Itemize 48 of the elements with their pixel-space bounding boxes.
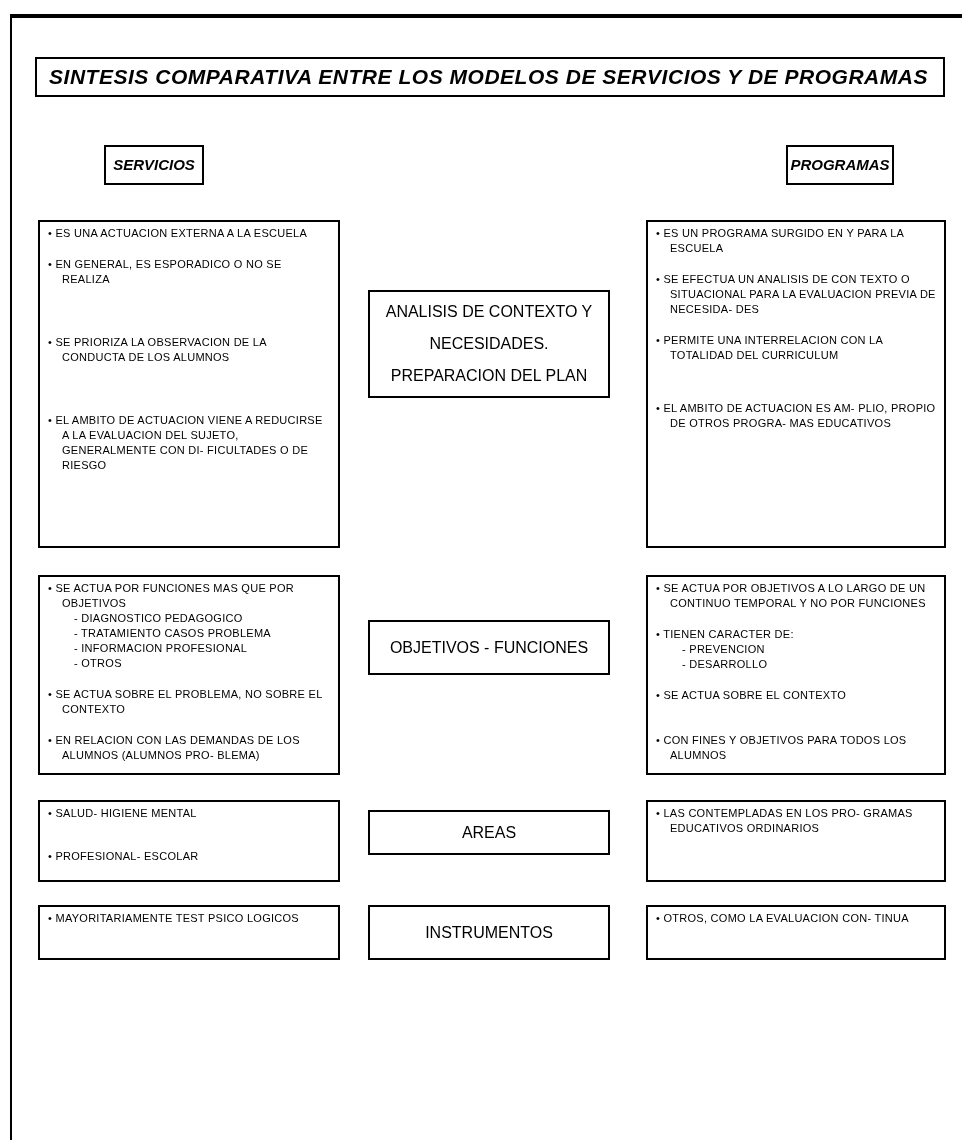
list-box	[38, 220, 340, 548]
heading-box	[104, 145, 204, 185]
bullet-item: • MAYORITARIAMENTE TEST PSICO LOGICOS	[48, 911, 300, 926]
bullet-item: • SALUD- HIGIENE MENTAL	[48, 806, 198, 821]
list-box	[646, 800, 946, 882]
bullet-item: • EN GENERAL, ES ESPORADICO O NO SE REALIZA	[48, 257, 283, 287]
bullet-item: • LAS CONTEMPLADAS EN LOS PRO- GRAMAS EDUCATIVOS ORDINARIOS	[656, 806, 914, 836]
list-box	[38, 575, 340, 775]
bullet-item: • CON FINES Y OBJETIVOS PARA TODOS LOS ALUMNOS	[656, 733, 908, 763]
bullet-item: • TIENEN CARACTER DE:	[656, 627, 795, 642]
bullet-item: • EL AMBITO DE ACTUACION ES AM- PLIO, PROPIO DE OTROS PROGRA- MAS EDUCATIVOS	[656, 401, 936, 431]
sub-item: - DIAGNOSTICO PEDAGOGICO	[73, 611, 244, 626]
bullet-item: • SE PRIORIZA LA OBSERVACION DE LA CONDUCTA DE LOS ALUMNOS	[48, 335, 268, 365]
category-box	[368, 620, 610, 675]
bullet-item: • SE EFECTUA UN ANALISIS DE CON TEXTO O SITUACIONAL PARA LA EVALUACION PREVIA DE NECESIDA- DES	[656, 272, 936, 317]
sub-item: - OTROS	[73, 656, 123, 671]
category-label: INSTRUMENTOS	[425, 922, 553, 943]
list-box	[646, 575, 946, 775]
bullet-item: • ES UNA ACTUACION EXTERNA A LA ESCUELA	[48, 226, 309, 241]
list-box	[38, 905, 340, 960]
bullet-item: • SE ACTUA SOBRE EL CONTEXTO	[656, 688, 848, 703]
bullet-item: • PERMITE UNA INTERRELACION CON LA TOTALIDAD DEL CURRICULUM	[656, 333, 884, 363]
bullet-item: • PROFESIONAL- ESCOLAR	[48, 849, 200, 864]
column-heading: SERVICIOS	[113, 154, 195, 175]
category-box	[368, 290, 610, 398]
bullet-item: • OTROS, COMO LA EVALUACION CON- TINUA	[656, 911, 910, 926]
bullet-item: • EL AMBITO DE ACTUACION VIENE A REDUCIRSE A LA EVALUACION DEL SUJETO, GENERALMENTE CON DI- FICULTADES O DE RIESGO	[48, 413, 324, 473]
category-label: AREAS	[461, 822, 517, 843]
sub-item: - DESARROLLO	[681, 657, 769, 672]
title-text: SINTESIS COMPARATIVA ENTRE LOS MODELOS DE SERVICIOS Y DE PROGRAMAS	[49, 64, 929, 91]
bullet-item: • ES UN PROGRAMA SURGIDO EN Y PARA LA ESCUELA	[656, 226, 905, 256]
list-box	[646, 905, 946, 960]
bullet-item: • SE ACTUA SOBRE EL PROBLEMA, NO SOBRE EL CONTEXTO	[48, 687, 324, 717]
category-label: ANALISIS DE CONTEXTO Y NECESIDADES. PREPARACION DEL PLAN	[384, 302, 594, 386]
sub-item: - PREVENCION	[681, 642, 766, 657]
heading-box	[786, 145, 894, 185]
bullet-item: • SE ACTUA POR OBJETIVOS A LO LARGO DE UN CONTINUO TEMPORAL Y NO POR FUNCIONES	[656, 581, 927, 611]
category-label: OBJETIVOS - FUNCIONES	[389, 637, 589, 658]
column-heading: PROGRAMAS	[790, 154, 890, 175]
sub-item: - INFORMACION PROFESIONAL	[73, 641, 249, 656]
sub-item: - TRATAMIENTO CASOS PROBLEMA	[73, 626, 272, 641]
title-box	[35, 57, 945, 97]
category-box	[368, 810, 610, 855]
list-box	[646, 220, 946, 548]
category-box	[368, 905, 610, 960]
bullet-item: • SE ACTUA POR FUNCIONES MAS QUE POR OBJETIVOS	[48, 581, 295, 611]
bullet-item: • EN RELACION CON LAS DEMANDAS DE LOS ALUMNOS (ALUMNOS PRO- BLEMA)	[48, 733, 301, 763]
list-box	[38, 800, 340, 882]
